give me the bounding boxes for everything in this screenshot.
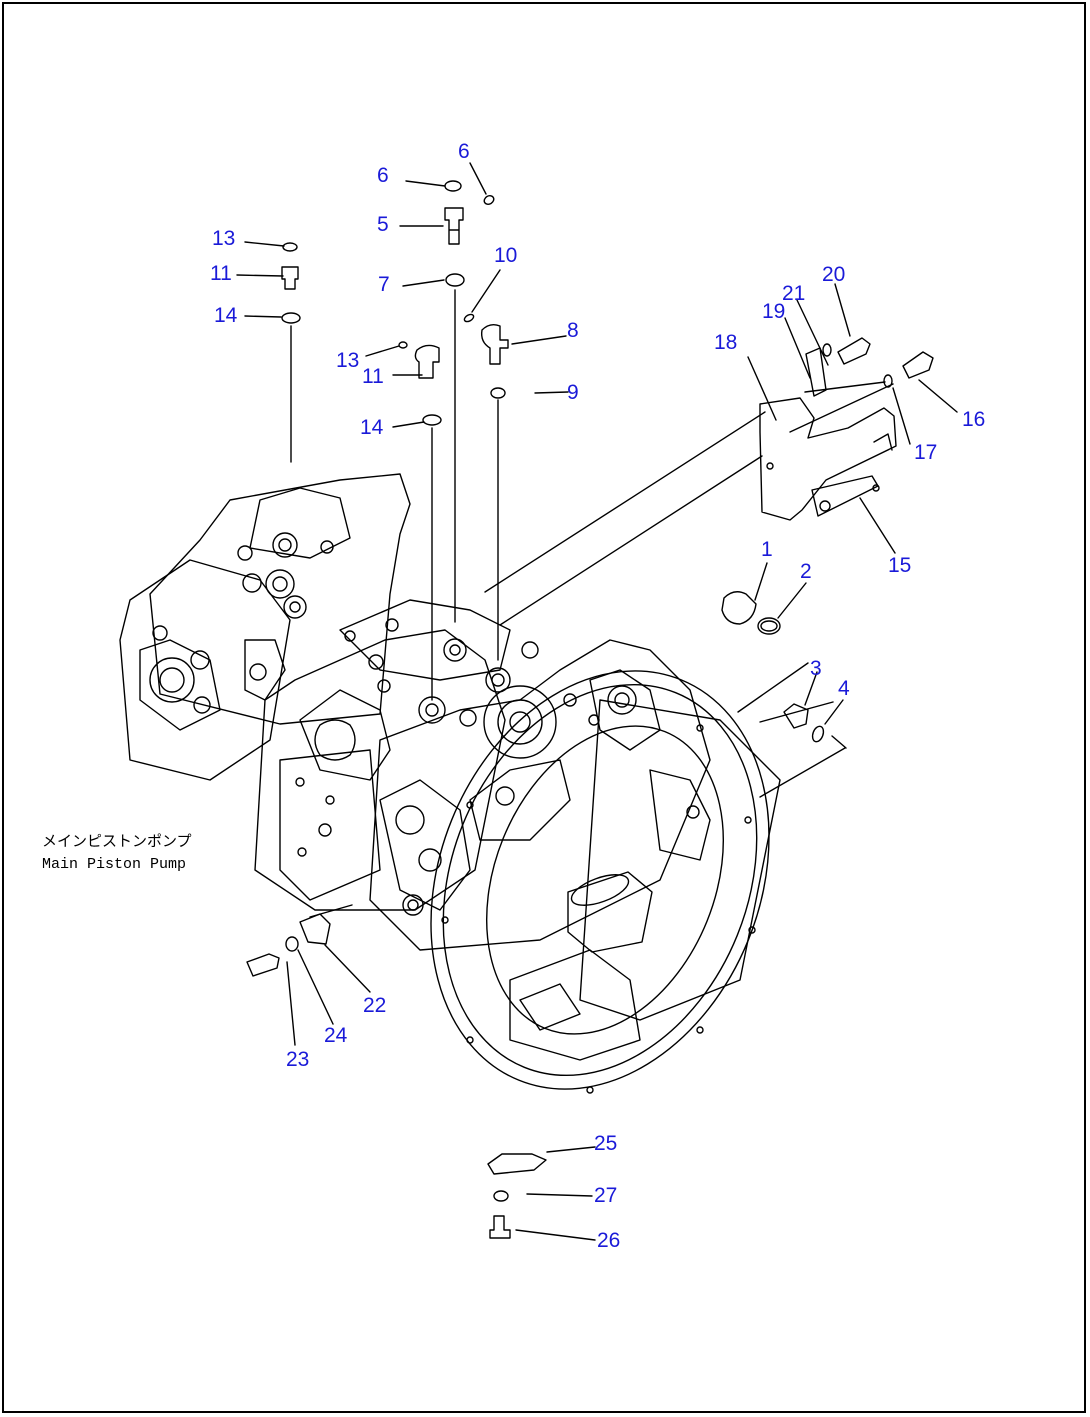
callout-5[interactable]: 5: [377, 213, 389, 236]
japanese-caption: メインピストンポンプ: [42, 834, 192, 851]
callout-17[interactable]: 17: [914, 441, 938, 464]
callout-18[interactable]: 18: [714, 331, 738, 354]
main-pump-body: [119, 473, 781, 1021]
callout-14-upper[interactable]: 14: [214, 304, 238, 327]
callout-23[interactable]: 23: [286, 1048, 310, 1071]
callout-3[interactable]: 3: [810, 657, 822, 680]
callout-7[interactable]: 7: [378, 273, 390, 296]
callout-8[interactable]: 8: [567, 319, 579, 342]
callout-12[interactable]: 11: [210, 262, 232, 285]
callout-22[interactable]: 22: [363, 994, 387, 1017]
callout-19[interactable]: 19: [762, 300, 786, 323]
callout-13-upper[interactable]: 13: [212, 227, 236, 250]
callout-6-top[interactable]: 6: [458, 140, 470, 163]
callout-20[interactable]: 20: [822, 263, 846, 286]
callout-15[interactable]: 15: [888, 554, 912, 577]
callout-9[interactable]: 9: [567, 381, 579, 404]
callout-25[interactable]: 25: [594, 1132, 618, 1155]
flywheel-housing: [430, 670, 770, 1094]
callout-16[interactable]: 16: [962, 408, 986, 431]
callout-13-lower[interactable]: 13: [336, 349, 360, 372]
callout-1[interactable]: 1: [761, 538, 773, 561]
english-caption: Main Piston Pump: [42, 856, 187, 873]
callout-21[interactable]: 21: [782, 282, 806, 305]
leader-lines: [236, 162, 958, 1241]
callout-11[interactable]: 11: [362, 365, 384, 388]
support-bracket: [759, 397, 897, 521]
callout-6-left[interactable]: 6: [377, 164, 389, 187]
callout-4[interactable]: 4: [838, 677, 850, 700]
callout-14-lower[interactable]: 14: [360, 416, 384, 439]
callout-24[interactable]: 24: [324, 1024, 348, 1047]
callout-2[interactable]: 2: [800, 560, 812, 583]
callout-27[interactable]: 27: [594, 1184, 618, 1207]
loose-parts: [246, 180, 934, 1239]
callout-10[interactable]: 10: [494, 244, 518, 267]
callout-26[interactable]: 26: [597, 1229, 621, 1252]
